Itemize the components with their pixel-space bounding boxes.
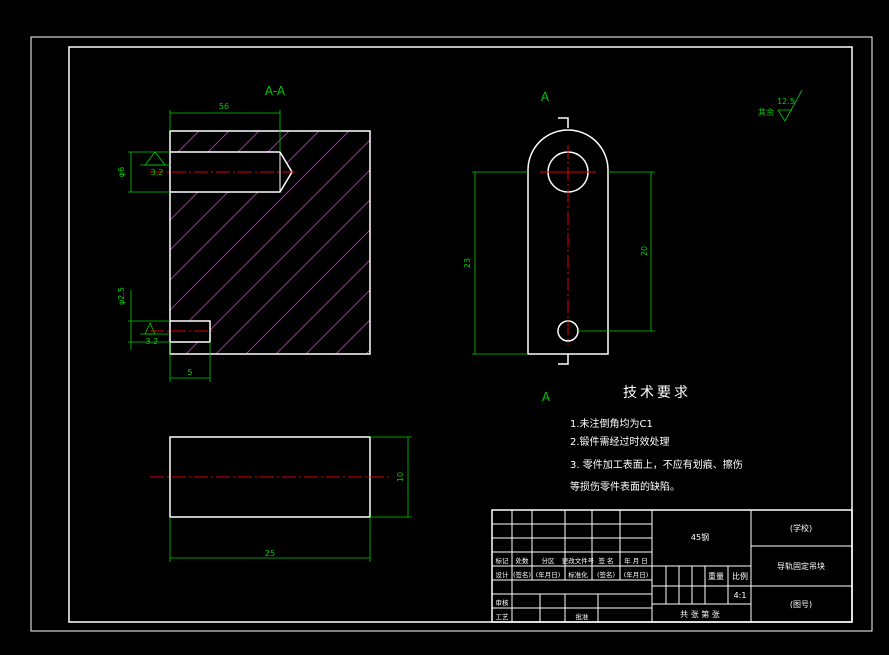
tb-cell: 标记 bbox=[496, 556, 510, 565]
tb-cell: 处数 bbox=[516, 556, 530, 565]
bottom-view: 25 10 bbox=[150, 436, 412, 562]
roughness-bottom: 3.2 bbox=[146, 337, 159, 346]
section-view: 56 φ6 3.2 φ2.5 3.2 5 A-A bbox=[117, 84, 371, 382]
tech-line-3: 3. 零件加工表面上，不应有划痕、擦伤 bbox=[570, 458, 743, 471]
scale-value: 4:1 bbox=[734, 591, 747, 600]
tb-cell: (签名) bbox=[597, 570, 615, 579]
roughness-top: 3.2 bbox=[151, 168, 164, 177]
tech-line-4: 等损伤零件表面的缺陷。 bbox=[570, 480, 680, 493]
tech-title: 技术要求 bbox=[623, 385, 691, 401]
roughness-others-label: 其余 bbox=[758, 107, 774, 117]
tech-line-2: 2.锻件需经过时效处理 bbox=[570, 435, 670, 448]
drawing-number: (图号) bbox=[790, 600, 812, 609]
roughness-note: 其余 12.5 bbox=[758, 89, 803, 122]
cut-label-top: A bbox=[541, 90, 550, 104]
tb-cell: 设计 bbox=[496, 570, 510, 579]
section-label: A-A bbox=[265, 84, 286, 98]
tech-requirements: 技术要求 1.未注倒角均为C1 2.锻件需经过时效处理 3. 零件加工表面上，不… bbox=[570, 385, 743, 493]
tb-cell: 审核 bbox=[496, 598, 510, 607]
tech-line-1: 1.未注倒角均为C1 bbox=[570, 417, 653, 430]
inner-border bbox=[68, 46, 853, 623]
cut-label-bottom: A bbox=[542, 390, 551, 404]
dim-20: 20 bbox=[640, 246, 649, 256]
weight-label: 重量 bbox=[708, 571, 724, 581]
tb-cell: 更改文件号 bbox=[562, 556, 595, 565]
sheet-info: 共 张 第 张 bbox=[680, 609, 720, 619]
material: 45钢 bbox=[691, 532, 709, 542]
tb-cell: 工艺 bbox=[496, 613, 510, 621]
part-outline bbox=[527, 129, 609, 355]
dim-23: 23 bbox=[463, 258, 472, 268]
tb-cell: (年月日) bbox=[536, 570, 561, 579]
dim-5: 5 bbox=[187, 368, 192, 377]
section-outline bbox=[169, 130, 371, 355]
tb-cell: (签名) bbox=[513, 570, 531, 579]
dim-10: 10 bbox=[396, 472, 405, 482]
outer-border bbox=[30, 36, 873, 632]
dim-phi6: φ6 bbox=[117, 167, 126, 177]
scale-label: 比例 bbox=[732, 571, 748, 581]
front-view: A A 23 20 bbox=[463, 90, 655, 404]
tb-cell: 分区 bbox=[542, 556, 556, 565]
tb-cell: 标准化 bbox=[568, 570, 588, 579]
tb-cell: (年月日) bbox=[624, 570, 649, 579]
tb-cell: 年 月 日 bbox=[624, 556, 648, 565]
dim-56: 56 bbox=[219, 102, 229, 111]
part-name: 导轨固定吊块 bbox=[777, 561, 825, 571]
tb-cell: 签 名 bbox=[598, 556, 613, 565]
roughness-others-value: 12.5 bbox=[777, 97, 795, 106]
school: (学校) bbox=[790, 523, 812, 533]
title-block: 45钢 (学校) 导轨固定吊块 (图号) 重量 比例 4:1 共 张 第 张 标… bbox=[491, 509, 853, 623]
tb-cell: 批准 bbox=[576, 612, 590, 621]
dim-25: 25 bbox=[265, 549, 275, 558]
dim-phi2-5: φ2.5 bbox=[117, 287, 126, 305]
